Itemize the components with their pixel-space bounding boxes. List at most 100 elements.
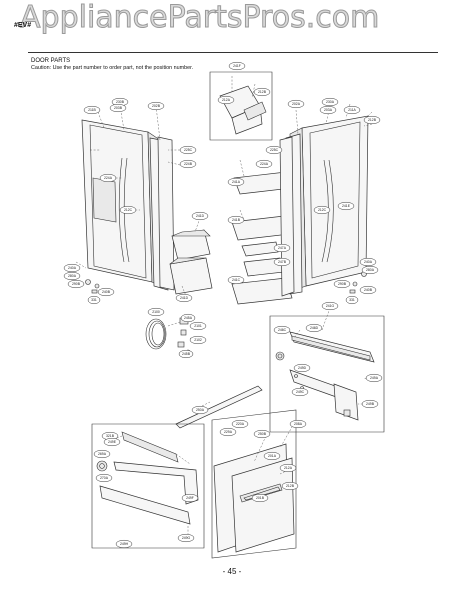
svg-text:241E: 241E <box>342 204 351 208</box>
svg-text:246C: 246C <box>278 328 287 332</box>
drawer-rail-roller <box>275 351 285 361</box>
callout-240a-right: 240A <box>359 257 377 267</box>
right-hinge-cap <box>352 281 358 287</box>
svg-text:203A: 203A <box>324 108 333 112</box>
svg-text:241F: 241F <box>233 64 241 68</box>
svg-text:225C: 225C <box>184 148 193 152</box>
svg-text:241D: 241D <box>196 214 205 218</box>
svg-text:249F: 249F <box>186 496 194 500</box>
callout-230a: 230A <box>321 97 339 107</box>
callout-212c-left: 212C <box>119 205 137 215</box>
svg-text:208A: 208A <box>294 422 303 426</box>
callout-241a: 241A <box>227 177 245 187</box>
callout-202a: 202A <box>287 99 305 109</box>
tube-fitting <box>180 329 187 336</box>
svg-text:249C: 249C <box>296 390 305 394</box>
right-door-handle-edge <box>326 159 334 263</box>
drawer-stopper <box>343 409 351 417</box>
callout-249e: 249E <box>103 437 121 447</box>
svg-text:241A: 241A <box>232 180 241 184</box>
right-bin-tray <box>241 241 279 257</box>
callout-241f: 241F <box>228 61 246 71</box>
callout-249c: 249C <box>291 387 309 397</box>
callout-212c-right: 212C <box>313 205 331 215</box>
right-door-inner-edge <box>309 121 361 279</box>
callout-249f: 249F <box>181 493 199 503</box>
callout-240b-right: 240B <box>359 285 377 295</box>
svg-text:224A: 224A <box>260 162 269 166</box>
callout-270a: 270A <box>95 473 113 483</box>
right-door-liner <box>279 136 295 297</box>
left-hinge-bushing <box>85 279 91 285</box>
svg-text:240B: 240B <box>364 288 373 292</box>
callout-241d: 241D <box>191 211 209 221</box>
callout-224a-right: 224A <box>255 159 273 169</box>
callout-210: 2100 <box>147 307 165 317</box>
svg-text:211B: 211B <box>88 108 96 112</box>
callout-202b: 202B <box>147 101 165 111</box>
callout-212a: 212A <box>217 95 235 105</box>
drawer-gasket-strip <box>175 385 263 429</box>
svg-text:331: 331 <box>91 298 97 302</box>
svg-text:290B: 290B <box>72 282 81 286</box>
water-tube-coil <box>145 318 167 350</box>
callout-245b: 245B <box>178 349 194 359</box>
drawer-frame-box <box>91 423 205 549</box>
caution-note: Caution: Use the part number to order pa… <box>31 65 194 71</box>
callout-2101: 2101 <box>189 321 207 331</box>
svg-text:240B: 240B <box>102 290 111 294</box>
svg-text:249B: 249B <box>366 402 375 406</box>
svg-text:246D: 246D <box>310 326 319 330</box>
callout-241g: 241G <box>321 301 339 311</box>
callout-249h: 249H <box>115 539 133 549</box>
svg-text:249D: 249D <box>298 366 307 370</box>
callout-212b-bottom: 212B <box>281 481 299 491</box>
header-rule <box>28 52 438 53</box>
drawer-frame-bottom-bar <box>99 485 191 525</box>
freezer-drawer-outline <box>211 409 297 559</box>
svg-text:220A: 220A <box>236 422 245 426</box>
callout-208a: 208A <box>289 419 307 429</box>
svg-text:212C: 212C <box>124 208 133 212</box>
basket-divider <box>243 101 267 121</box>
callout-201b: 201B <box>251 493 269 503</box>
svg-text:212C: 212C <box>318 208 327 212</box>
svg-text:247B: 247B <box>278 260 287 264</box>
callout-229a: 229A <box>219 427 237 437</box>
svg-text:2100: 2100 <box>152 310 160 314</box>
callout-224b: 224B <box>179 159 197 169</box>
callout-241b: 241B <box>227 215 245 225</box>
svg-text:249E: 249E <box>108 440 117 444</box>
svg-text:250B: 250B <box>258 432 267 436</box>
page-number: - 45 - <box>222 567 242 576</box>
door-bin-lower <box>169 257 213 295</box>
svg-text:249A: 249A <box>370 376 379 380</box>
callout-245a: 245A <box>180 313 196 323</box>
freezer-drawer-front <box>211 409 297 559</box>
left-hinge-cap <box>94 283 100 289</box>
watermark: AppliancePartsPros.com <box>20 0 380 36</box>
drawer-frame-roller <box>96 460 108 472</box>
svg-text:269A: 269A <box>98 452 107 456</box>
svg-text:241B: 241B <box>232 218 241 222</box>
model-code: #EV# <box>14 22 32 29</box>
left-door-handle <box>118 157 125 263</box>
svg-text:212B: 212B <box>368 118 377 122</box>
callout-280a-left: 280A <box>63 271 81 281</box>
drawer-frame-top-bar <box>121 431 179 463</box>
svg-text:203B: 203B <box>114 106 123 110</box>
callout-211a: 211A <box>343 105 361 115</box>
svg-text:202A: 202A <box>292 102 301 106</box>
svg-text:321B: 321B <box>106 434 115 438</box>
callout-240a-left: 240A <box>63 263 81 273</box>
left-hinge-pin <box>91 289 98 294</box>
callout-249a: 249A <box>365 373 383 383</box>
svg-text:224B: 224B <box>184 162 193 166</box>
svg-text:241D: 241D <box>180 296 189 300</box>
svg-text:212B: 212B <box>286 484 295 488</box>
drawer-rail-bracket <box>333 383 359 421</box>
left-door-outer-panel <box>81 119 153 283</box>
svg-text:245B: 245B <box>182 352 191 356</box>
svg-text:290B: 290B <box>338 282 347 286</box>
